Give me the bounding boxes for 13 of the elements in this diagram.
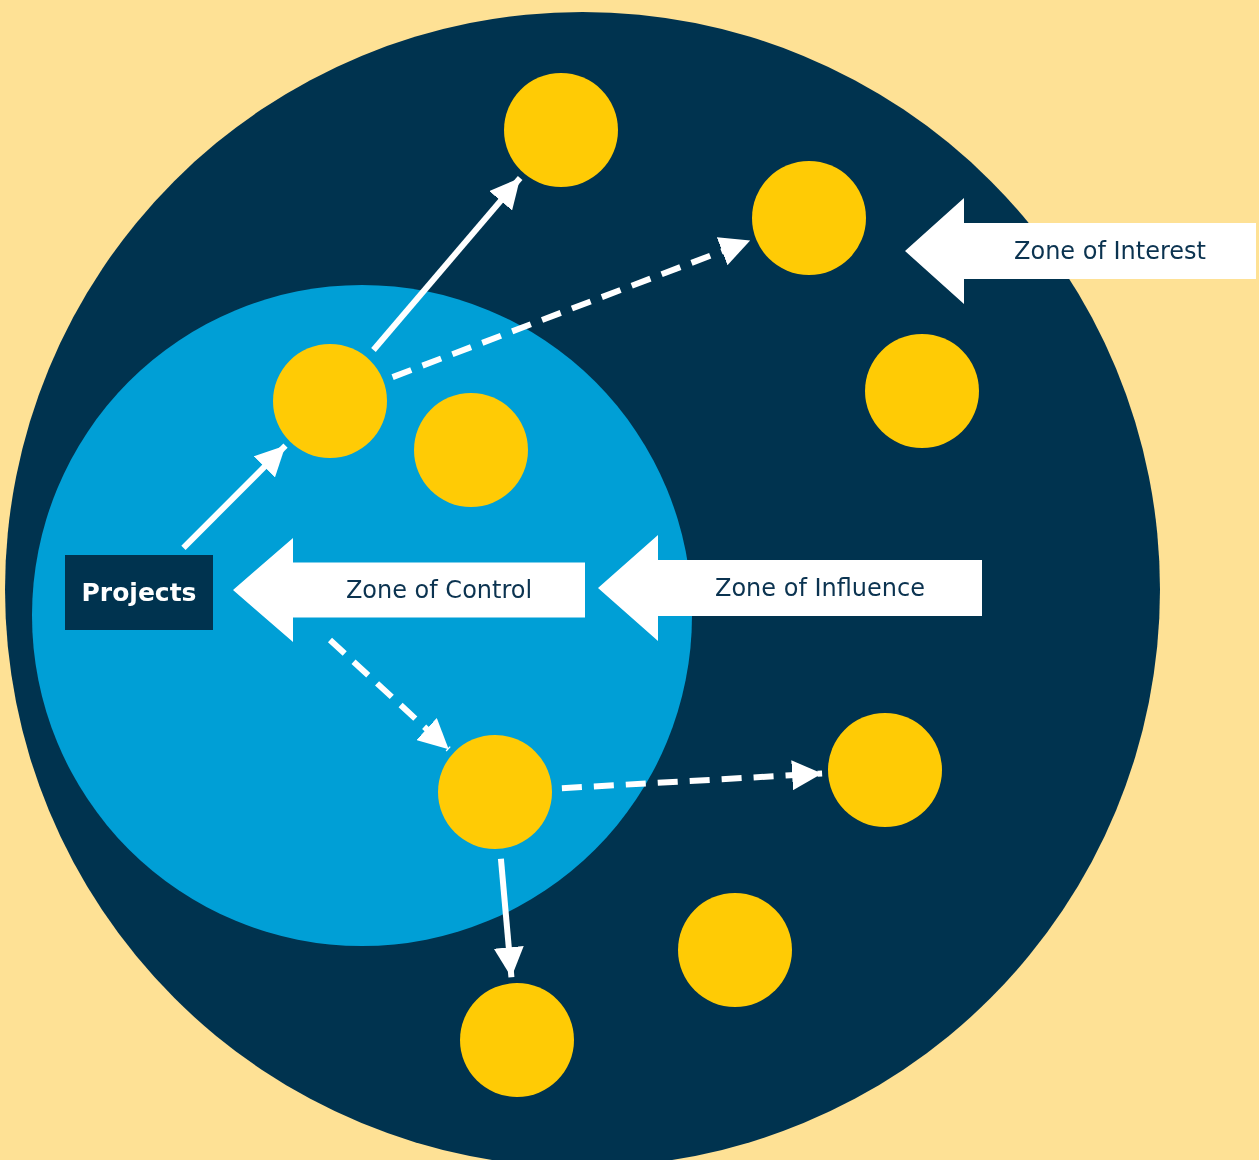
arrow (327, 637, 451, 752)
arrow (181, 443, 288, 551)
zone-label: Zone of Control (344, 575, 534, 606)
arrow (561, 760, 823, 792)
arrow-callout (905, 198, 1256, 304)
arrow-callout (233, 538, 585, 642)
arrow-callout (598, 535, 982, 641)
label-box: Projects (65, 555, 213, 630)
arrow (391, 237, 752, 380)
arrow (371, 176, 523, 352)
zone-label: Zone of Influence (713, 573, 926, 604)
arrow (493, 858, 524, 978)
zone-label: Zone of Interest (1013, 236, 1207, 267)
